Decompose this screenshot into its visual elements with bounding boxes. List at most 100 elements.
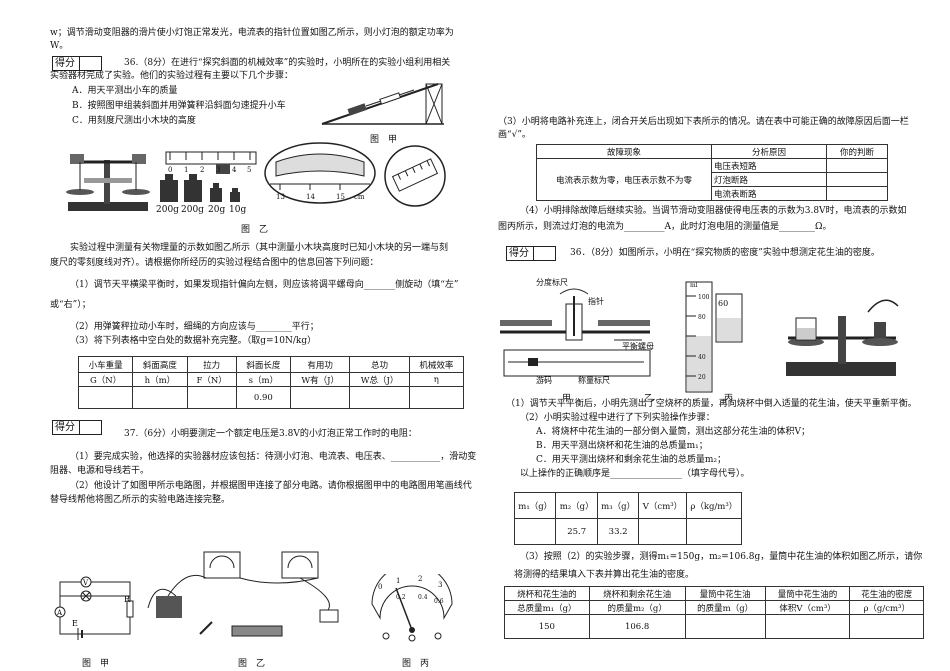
ruler-num-4: 4 [232, 166, 237, 174]
fault-judge-1[interactable] [826, 172, 888, 187]
block-ruler-figure [264, 142, 376, 204]
rb3-line-1: （3）按照（2）的实验步骤，测得m₁=150g，m₂=106.8g，量筒中花生油… [520, 552, 923, 562]
rb-order: 以上操作的正确顺序是________________（填字母代号）。 [520, 469, 750, 479]
weights-figure [160, 174, 240, 202]
t2-cell-3[interactable] [638, 518, 687, 545]
fig-right-bing: 丙 [724, 394, 734, 404]
t1-h2-6: η [408, 372, 465, 387]
cyl-ml: ml [690, 282, 698, 289]
t1-cell-1[interactable] [132, 386, 188, 409]
fig-yi-caption: 图 乙 [241, 225, 269, 235]
score-box-37: 得分 [52, 420, 102, 435]
t2-head-1: m₂（g） [555, 492, 598, 519]
ruler-num-1: 1 [184, 166, 189, 174]
fault-head-0: 故障现象 [536, 144, 712, 159]
t3-h2-4: ρ（g/cm³） [849, 600, 924, 615]
svg-text:R: R [124, 595, 131, 604]
t1-h1-5: 总功 [349, 356, 410, 373]
ruler-figure [165, 151, 257, 174]
fig-right-jia: 甲 [562, 394, 572, 404]
t1-cell-5[interactable] [349, 386, 410, 409]
circuit-diagram: V A ER [54, 576, 134, 640]
fault-cause-0: 电压表短路 [711, 158, 827, 173]
rb3-line-2: 将测得的结果填入下表并算出花生油的密度。 [514, 570, 695, 580]
q2-text: （2）用弹簧秤拉动小车时，细绳的方向应该与________平行； [70, 322, 319, 332]
t3-cell-0: 150 [504, 614, 590, 639]
t3-h2-3: 体积V（cm³） [764, 600, 851, 615]
t2-head-2: m₃（g） [596, 492, 640, 519]
q1-line-2: 或“右”）； [50, 300, 91, 310]
ruler-num-2: 2 [200, 166, 205, 174]
q37-1-line-2: 阻器、电源和导线若干。 [50, 466, 150, 476]
t3-cell-2[interactable] [684, 614, 766, 639]
score-label-37: 得分 [55, 422, 75, 433]
score-blank-right [533, 247, 556, 260]
label-beam-scale: 称量标尺 [578, 376, 610, 385]
meter-num-06: 0.6 [434, 598, 444, 605]
cyl-num-100: 100 [698, 294, 710, 301]
q36-intro-1: 36.（8分）在进行“探究斜面的机械效率”的实验时，小明所在的实验小组利用相关 [124, 58, 451, 68]
t1-cell-4[interactable] [290, 386, 351, 409]
rq4-line-1: （4）小明排除故障后继续实验。当调节滑动变阻器使得电压表的示数为3.8V时，电流… [520, 206, 907, 216]
step-c: C．用刻度尺测出小木块的高度 [72, 116, 196, 126]
t2-cell-1: 25.7 [555, 518, 598, 545]
t2-cell-4[interactable] [685, 518, 743, 545]
fault-head-1: 分析原因 [711, 144, 827, 159]
balance-diagram-jia [500, 288, 651, 377]
score-box: 得分 [52, 56, 102, 71]
t3-cell-4[interactable] [849, 614, 924, 639]
fault-judge-2[interactable] [826, 186, 888, 201]
ruler2-num-cm: cm [354, 193, 365, 201]
t2-cell-0[interactable] [513, 518, 557, 545]
fault-cause-2: 电流表断路 [711, 186, 827, 201]
ruler-num-3: 3 [216, 166, 221, 174]
score-blank [79, 57, 102, 70]
ruler2-num-15: 15 [336, 193, 345, 201]
ruler2-num-13: 13 [276, 193, 285, 201]
label-scale-marker: 分度标尺 [536, 278, 568, 287]
svg-text:E: E [72, 619, 78, 628]
weight-label-2: 200g [181, 205, 204, 215]
score-box-right: 得分 [506, 246, 556, 261]
fault-cause-1: 灯泡断路 [711, 172, 827, 187]
rb2-text: （2）小明实验过程中进行了下列实验操作步骤： [520, 413, 715, 423]
ruler-num-0: 0 [168, 166, 173, 174]
t3-h2-1: 的质量m₂（g） [588, 600, 686, 615]
t3-h1-1: 烧杯和剩余花生油 [588, 586, 686, 601]
t1-h1-4: 有用功 [290, 356, 351, 373]
t1-h1-6: 机械效率 [408, 356, 465, 373]
cyl-num-20: 20 [698, 374, 706, 381]
graduated-cylinder [685, 281, 743, 393]
t1-cell-2[interactable] [186, 386, 237, 409]
ruler-num-5: 5 [247, 166, 252, 174]
cyl-num-40: 40 [698, 354, 706, 361]
t3-h1-0: 烧杯和花生油的 [504, 586, 590, 601]
t2-head-3: V（cm³） [638, 492, 687, 519]
q37-1-line-1: （1）要完成实验，他选择的实验器材应该包括：待测小灯泡、电流表、电压表、____… [70, 452, 477, 462]
cyl-num-60: 60 [718, 299, 729, 308]
t1-h2-4: W有（J） [290, 372, 351, 387]
fig-bottom-jia: 图 甲 [82, 659, 110, 669]
ammeter-figure [371, 574, 453, 642]
fig-bottom-bing: 图 丙 [402, 659, 430, 669]
t3-cell-3[interactable] [764, 614, 851, 639]
fault-phenomenon: 电流表示数为零，电压表示数不为零 [536, 158, 712, 201]
fault-judge-0[interactable] [826, 158, 888, 173]
meter-num-04: 0.4 [418, 594, 428, 601]
q37-2-line-1: （2）他设计了如图甲所示电路图，并根据图甲连接了部分电路。请你根据图甲中的电路图… [70, 481, 472, 491]
balance-figure [66, 154, 150, 211]
t1-cell-0[interactable] [77, 386, 134, 409]
rb1-text: （1）调节天平平衡后，小明先测出了空烧杯的质量，再向烧杯中倒入适量的花生油，使天… [506, 399, 917, 409]
incline-figure [321, 83, 444, 125]
ruler2-num-14: 14 [306, 193, 315, 201]
paragraph-1-line-2: 度尺的零刻度线对齐）。请根据你所经历的实验过程结合图中的信息回答下列问题： [50, 258, 379, 268]
t1-cell-6[interactable] [408, 386, 465, 409]
wiring-figure [147, 551, 339, 637]
t3-h1-3: 量筒中花生油的 [764, 586, 851, 601]
rq3-line-2: 画“√”。 [498, 130, 531, 140]
top-line-1: w；调节滑动变阻器的滑片使小灯饱正常发光，电流表的指针位置如图乙所示，则小灯泡的… [50, 28, 454, 38]
step-b: B．按照图甲组装斜面并用弹簧秤沿斜面匀速提升小车 [72, 101, 286, 111]
t1-h1-0: 小车重量 [77, 356, 134, 373]
t3-h1-4: 花生油的密度 [849, 586, 924, 601]
weight-label-1: 200g [156, 205, 179, 215]
